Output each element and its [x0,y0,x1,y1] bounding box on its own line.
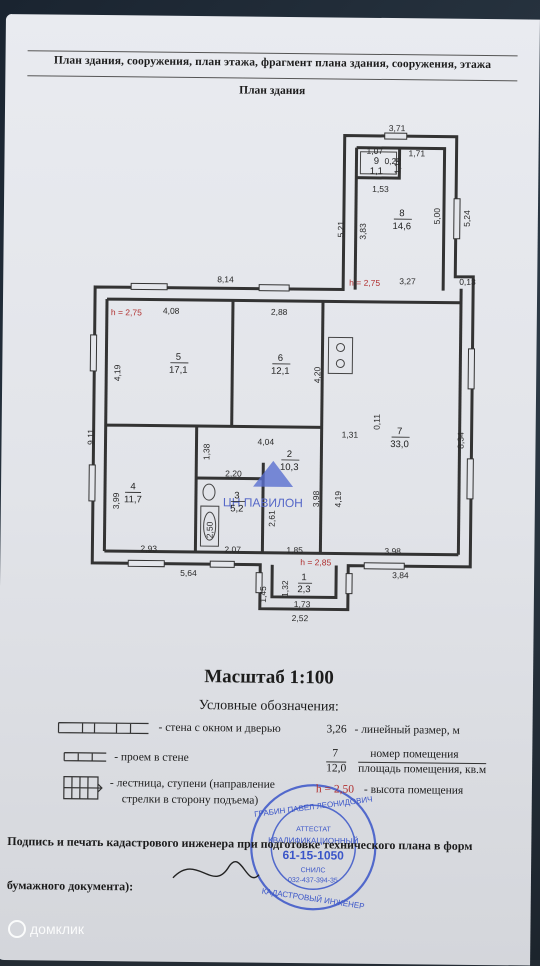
dim: 2,93 [140,543,157,553]
room-1-num: 1 [301,572,306,583]
signature [173,861,259,879]
dim: 2,50 [205,521,215,538]
height-labels: h = 2,75 h = 2,75 h = 2,85 [108,275,380,568]
document-sheet: План здания, сооружения, план этажа, фра… [0,14,540,966]
room-3-num: 3 [234,490,239,501]
room-1-area: 2,3 [297,584,310,595]
room-2-num: 2 [287,449,292,460]
room-4-num: 4 [130,481,135,492]
legend-linear-value: 3,26 [326,723,346,735]
dim: 5,24 [462,210,472,227]
room-6-num: 6 [278,353,283,364]
dim: 4,04 [257,437,274,447]
dim: 8,14 [217,274,234,284]
dim: 2,20 [225,468,242,478]
dim: 3,71 [389,123,406,133]
dim: 1,31 [342,430,359,440]
dim: 3,27 [399,276,416,286]
room-7-num: 7 [397,426,402,437]
dim: 3,84 [392,570,409,580]
dim: 3,99 [111,492,121,509]
dim: 3,83 [358,223,368,240]
room-3-area: 5,2 [230,503,243,514]
dim: 4,08 [163,306,180,316]
stamp-name: ГРАБИН ПАВЕЛ ЛЕОНИДОВИЧ [254,795,373,819]
dim: 1,85 [286,545,303,555]
dim: 1,45 [258,586,268,603]
dim: 0,2 [384,156,396,166]
room-labels: 5 17,1 6 12,1 7 33,0 8 14,6 9 1,1 4 11,7… [123,153,412,596]
height-room-8: h = 2,75 [349,278,380,288]
room-4-area: 11,7 [124,494,142,505]
dim: 8,34 [455,432,465,449]
fixtures [200,150,396,548]
dim: 0,11 [372,414,382,430]
room-label-rules [124,216,412,584]
dim: 5,64 [180,568,197,578]
room-5-num: 5 [176,352,181,363]
legend-opening: - проем в стене [114,751,189,764]
dim: 3,98 [384,546,401,556]
dim: 5,00 [432,208,442,225]
legend-stairs-line2: стрелки в сторону подъема) [122,793,259,806]
legend-height: - высота помещения [364,784,463,797]
room-9-area: 1,1 [370,166,383,177]
dim: 1,32 [280,580,290,597]
legend-room-area-label: площадь помещения, кв.м [358,762,486,776]
dim: 2,61 [267,510,277,527]
dim: 1,71 [409,148,426,158]
height-room-5: h = 2,75 [111,307,142,317]
domclick-watermark: домклик [8,920,84,938]
room-6-area: 12,1 [271,366,290,377]
room-7-area: 33,0 [390,439,409,450]
dim: 1,73 [294,599,311,609]
dim: 5,21 [336,221,346,238]
dim: 2,88 [271,307,288,317]
room-5-area: 17,1 [169,365,188,376]
dim: 4,20 [312,366,322,383]
height-room-1: h = 2,85 [300,557,331,567]
stamp-role: КАДАСТРОВЫЙ ИНЖЕНЕР [261,887,365,911]
floor-plan: ЦН ПАВИЛОН 5 17,1 6 12,1 7 33,0 8 14,6 9… [0,14,540,966]
watermark-text: домклик [30,921,84,937]
legend-wall: - стена с окном и дверью [158,722,280,735]
dim: 1,53 [372,184,389,194]
legend-height-value: h = 2,50 [316,783,354,795]
dim: 2,52 [292,613,309,623]
dim: 0,13 [459,277,476,287]
footer-line2: бумажного документа): [7,878,134,894]
room-8-num: 8 [399,208,404,219]
dim: 2,07 [224,544,241,554]
dim: 4,19 [112,364,122,381]
legend-stairs-line1: - лестница, ступени (направление [110,777,275,791]
dim: 4,19 [333,491,343,508]
room-8-area: 14,6 [392,221,411,232]
legend-room-area: 12,0 [326,761,346,774]
legend-linear: - линейный размер, м [354,724,459,737]
stamp-snils-label: СНИЛС [301,867,326,874]
dim: 1,38 [201,443,211,460]
dim: 9,11 [85,429,95,445]
legend-room-num-label: номер помещения [370,748,458,761]
domclick-logo-icon [8,920,26,938]
legend-room-num: 7 [332,747,338,759]
dim: 3,98 [311,490,321,507]
stamp-attestat: АТТЕСТАТ [296,826,331,833]
stamp-snils: 032-437-394-35 [288,877,338,885]
room-2-area: 10,3 [280,462,299,473]
dim: 1,07 [367,146,384,156]
